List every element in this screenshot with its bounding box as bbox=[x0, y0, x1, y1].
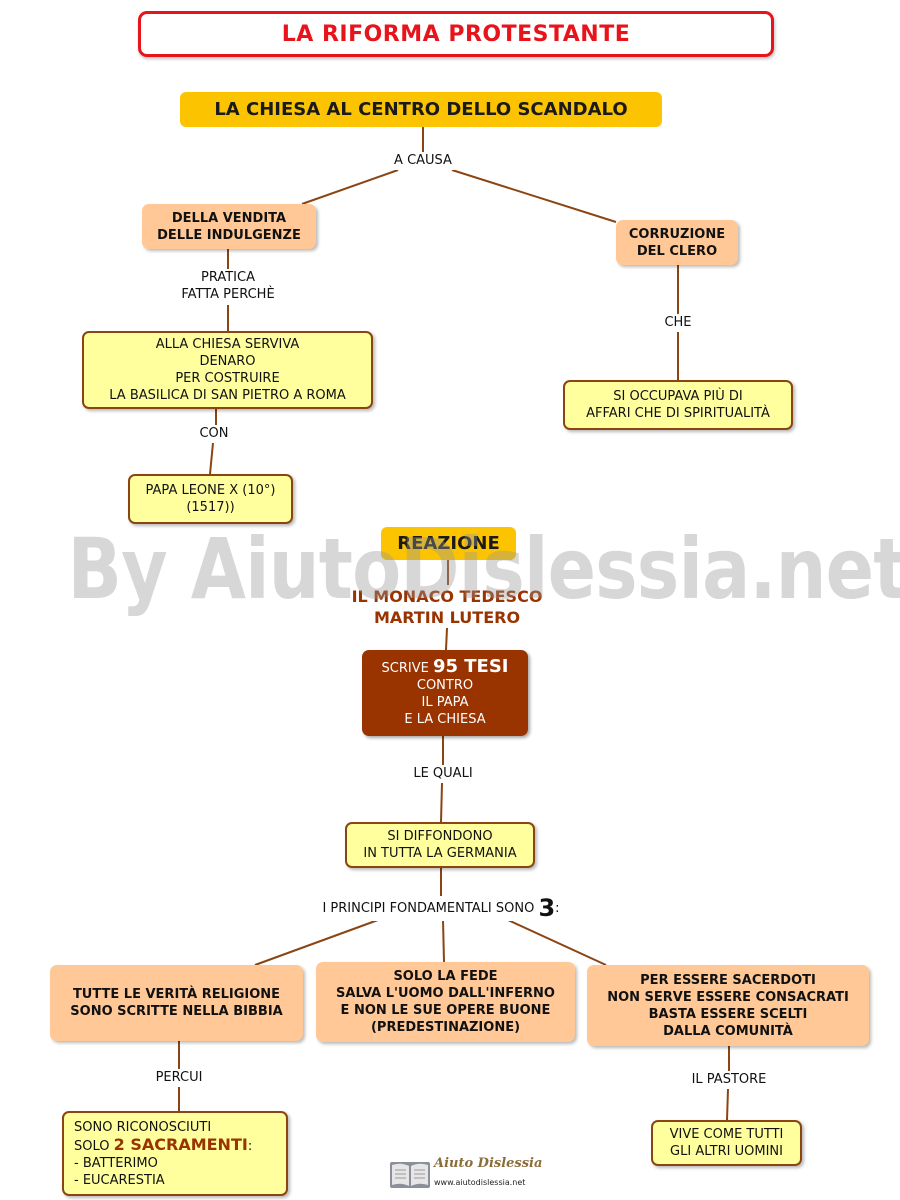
link-acausa-to-indulgenze bbox=[301, 169, 399, 205]
node-diffondono: SI DIFFONDONO IN TUTTA LA GERMANIA bbox=[345, 822, 535, 868]
node-chiesa-serviva: ALLA CHIESA SERVIVA DENARO PER COSTRUIRE… bbox=[82, 331, 373, 409]
node-papa-leone: PAPA LEONE X (10°) (1517)) bbox=[128, 474, 293, 524]
label-con: CON bbox=[192, 425, 236, 443]
node-monaco-lutero: IL MONACO TEDESCO MARTIN LUTERO bbox=[300, 585, 594, 628]
node-sacerdoti: PER ESSERE SACERDOTI NON SERVE ESSERE CO… bbox=[587, 965, 869, 1046]
label-pastore: IL PASTORE bbox=[680, 1071, 778, 1089]
node-verita-bibbia: TUTTE LE VERITÀ RELIGIONE SONO SCRITTE N… bbox=[50, 965, 303, 1041]
label-che: CHE bbox=[656, 314, 700, 332]
node-top-scandalo: LA CHIESA AL CENTRO DELLO SCANDALO bbox=[180, 92, 662, 127]
logo-name: Aiuto Dislessia bbox=[434, 1156, 543, 1171]
node-spiritualita: SI OCCUPAVA PIÙ DI AFFARI CHE DI SPIRITU… bbox=[563, 380, 793, 430]
link-principi-to-fede bbox=[442, 919, 445, 963]
book-icon bbox=[390, 1162, 430, 1188]
label-a-causa: A CAUSA bbox=[385, 152, 461, 170]
label-le-quali: LE QUALI bbox=[402, 765, 484, 783]
label-principi: I PRINCIPI FONDAMENTALI SONO 3: bbox=[298, 896, 584, 921]
link-principi-to-verita bbox=[254, 919, 379, 966]
node-95-tesi: SCRIVE 95 TESI CONTRO IL PAPA E LA CHIES… bbox=[362, 650, 528, 736]
link-acausa-to-corruzione bbox=[451, 169, 617, 223]
page-title: LA RIFORMA PROTESTANTE bbox=[138, 11, 774, 57]
link-lequali-to-diffondono bbox=[440, 782, 443, 823]
node-sacramenti: SONO RICONOSCIUTI SOLO 2 SACRAMENTI: - B… bbox=[62, 1111, 288, 1196]
link-pastore-to-uomini bbox=[726, 1088, 729, 1121]
link-monaco-to-tesi bbox=[445, 627, 448, 651]
logo-url: www.aiutodislessia.net bbox=[434, 1178, 526, 1187]
link-principi-to-sacerdoti bbox=[507, 919, 607, 966]
node-vendita-indulgenze: DELLA VENDITA DELLE INDULGENZE bbox=[142, 204, 316, 249]
node-corruzione-clero: CORRUZIONE DEL CLERO bbox=[616, 220, 738, 265]
node-vive-come-tutti: VIVE COME TUTTI GLI ALTRI UOMINI bbox=[651, 1120, 802, 1166]
link-con-to-papa bbox=[209, 442, 214, 475]
label-pratica: PRATICA FATTA PERCHÈ bbox=[163, 269, 293, 305]
label-percui: PERCUI bbox=[144, 1069, 214, 1087]
node-reazione: REAZIONE bbox=[381, 527, 516, 560]
node-sola-fede: SOLO LA FEDE SALVA L'UOMO DALL'INFERNO E… bbox=[316, 962, 575, 1042]
aiutodislessia-logo: Aiuto Dislessia www.aiutodislessia.net bbox=[388, 1156, 543, 1194]
